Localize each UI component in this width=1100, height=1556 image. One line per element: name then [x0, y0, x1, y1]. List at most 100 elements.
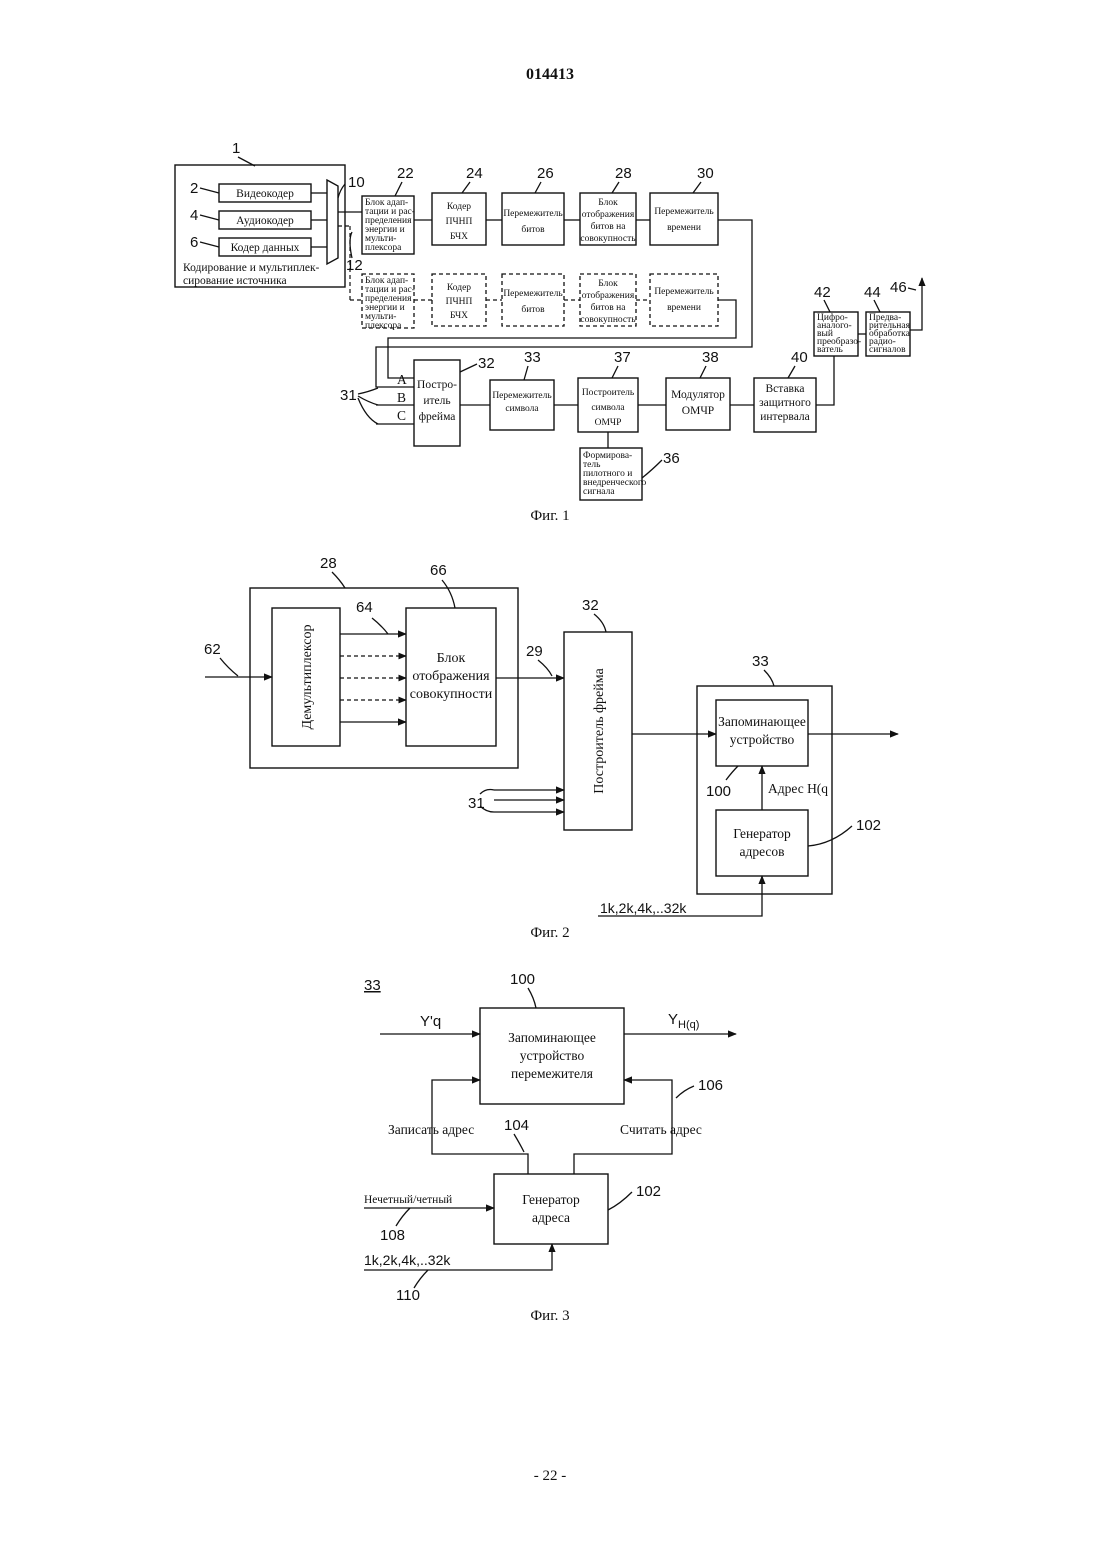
- svg-text:ПЧНП: ПЧНП: [446, 217, 473, 227]
- svg-text:ватель: ватель: [817, 345, 843, 355]
- data-coder-label: Кодер данных: [231, 242, 300, 254]
- source-label-line1: Кодирование и мультиплек-: [183, 262, 320, 274]
- svg-text:ПЧНП: ПЧНП: [446, 297, 473, 307]
- svg-text:Блок: Блок: [598, 198, 618, 208]
- modes-label: 1k,2k,4k,..32k: [364, 1252, 451, 1268]
- svg-text:адреса: адреса: [532, 1210, 570, 1225]
- output-label: YH(q): [668, 1011, 699, 1031]
- svg-text:плексора: плексора: [365, 243, 402, 253]
- ref-22: 22: [397, 165, 414, 182]
- audio-coder-label: Аудиокодер: [236, 215, 294, 227]
- svg-text:времени: времени: [667, 223, 701, 233]
- svg-text:интервала: интервала: [760, 411, 810, 423]
- ref-32: 32: [478, 355, 495, 372]
- frame-builder-label: Построитель фрейма: [592, 668, 607, 794]
- ref-28: 28: [615, 165, 632, 182]
- svg-text:итель: итель: [423, 395, 450, 407]
- svg-text:ОМЧР: ОМЧР: [682, 405, 714, 417]
- svg-text:совокупность: совокупность: [580, 234, 636, 244]
- ref-36: 36: [663, 450, 680, 467]
- svg-text:символа: символа: [505, 404, 539, 414]
- write-address-label: Записать адрес: [388, 1122, 474, 1137]
- figure-3: 33 Запоминающее устройство перемежителя …: [0, 960, 1100, 1310]
- ref-31: 31: [468, 795, 485, 812]
- svg-text:Блок: Блок: [437, 651, 466, 666]
- svg-text:Перемежитель: Перемежитель: [503, 289, 563, 299]
- svg-text:адресов: адресов: [739, 844, 784, 859]
- svg-text:перемежителя: перемежителя: [511, 1066, 593, 1081]
- svg-text:Запоминающее: Запоминающее: [508, 1030, 596, 1045]
- svg-text:Запоминающее: Запоминающее: [718, 714, 806, 729]
- svg-text:ОМЧР: ОМЧР: [595, 418, 622, 428]
- svg-text:отображения: отображения: [582, 290, 635, 301]
- svg-text:совокупности: совокупности: [410, 687, 493, 702]
- ref-32: 32: [582, 597, 599, 614]
- interleaver-memory-text: Запоминающее устройство перемежителя: [508, 1030, 596, 1081]
- source-coding-block: 1 Кодирование и мультиплек- сирование ис…: [175, 140, 365, 287]
- modes-label: 1k,2k,4k,..32k: [600, 900, 687, 916]
- source-label-line2: сирование источника: [183, 275, 287, 287]
- ref-33: 33: [524, 349, 541, 366]
- svg-text:сигналов: сигналов: [869, 345, 906, 355]
- ref-10: 10: [348, 174, 365, 191]
- input-b-label: B: [397, 390, 406, 405]
- fig2-caption: Фиг. 2: [0, 925, 1100, 942]
- ref-28: 28: [320, 555, 337, 572]
- ref-12: 12: [346, 257, 363, 274]
- svg-text:Вставка: Вставка: [766, 383, 805, 395]
- ref-100: 100: [510, 971, 535, 988]
- ref-37: 37: [614, 349, 631, 366]
- fig3-title-ref: 33: [364, 977, 381, 994]
- svg-text:Генератор: Генератор: [522, 1192, 580, 1207]
- svg-text:Постро-: Постро-: [417, 379, 457, 391]
- ref-40: 40: [791, 349, 808, 366]
- ref-38: 38: [702, 349, 719, 366]
- svg-text:Кодер: Кодер: [447, 202, 471, 212]
- ref-62: 62: [204, 641, 221, 658]
- svg-text:Перемежитель: Перемежитель: [654, 207, 714, 217]
- ref-100: 100: [706, 783, 731, 800]
- bit-interleaver: [502, 193, 564, 245]
- ref-1: 1: [232, 140, 240, 157]
- ref-44: 44: [864, 284, 881, 301]
- svg-text:отображения: отображения: [412, 669, 490, 684]
- multiplexer: [327, 180, 338, 264]
- fig3-caption: Фиг. 3: [0, 1308, 1100, 1325]
- svg-text:битов: битов: [521, 304, 545, 315]
- svg-text:Модулятор: Модулятор: [671, 389, 725, 401]
- ref-104: 104: [504, 1117, 529, 1134]
- svg-text:Кодер: Кодер: [447, 283, 471, 293]
- ref-30: 30: [697, 165, 714, 182]
- ref-108: 108: [380, 1227, 405, 1244]
- ofdm-modulator: [666, 378, 730, 430]
- svg-text:битов: битов: [521, 224, 545, 235]
- address-generator: [494, 1174, 608, 1244]
- svg-text:плексора: плексора: [365, 321, 402, 331]
- ref-33: 33: [752, 653, 769, 670]
- svg-text:отображения: отображения: [582, 209, 635, 220]
- odd-even-label: Нечетный/четный: [364, 1194, 452, 1206]
- page-number: - 22 -: [0, 1468, 1100, 1485]
- ref-26: 26: [537, 165, 554, 182]
- input-a-label: A: [397, 372, 407, 387]
- ref-46: 46: [890, 279, 907, 296]
- input-label: Y'q: [420, 1013, 441, 1030]
- svg-text:времени: времени: [667, 303, 701, 313]
- svg-text:Перемежитель: Перемежитель: [492, 391, 552, 401]
- svg-text:совокупность: совокупность: [580, 315, 636, 325]
- ref-110: 110: [396, 1287, 420, 1304]
- fig1-caption: Фиг. 1: [0, 508, 1100, 525]
- input-c-label: C: [397, 408, 406, 423]
- svg-text:символа: символа: [591, 403, 625, 413]
- svg-text:Блок: Блок: [598, 279, 618, 289]
- svg-text:битов на: битов на: [591, 302, 627, 313]
- address-generator: [716, 810, 808, 876]
- svg-text:защитного: защитного: [759, 397, 811, 409]
- svg-text:Генератор: Генератор: [733, 826, 791, 841]
- ref-102: 102: [636, 1183, 661, 1200]
- figure-2: 28 Демультиплексор 62 64 Блок отображени…: [0, 540, 1100, 930]
- ref-42: 42: [814, 284, 831, 301]
- time-interleaver-2: [650, 274, 718, 326]
- ref-2: 2: [190, 180, 198, 197]
- figure-1: 1 Кодирование и мультиплек- сирование ис…: [0, 0, 1100, 540]
